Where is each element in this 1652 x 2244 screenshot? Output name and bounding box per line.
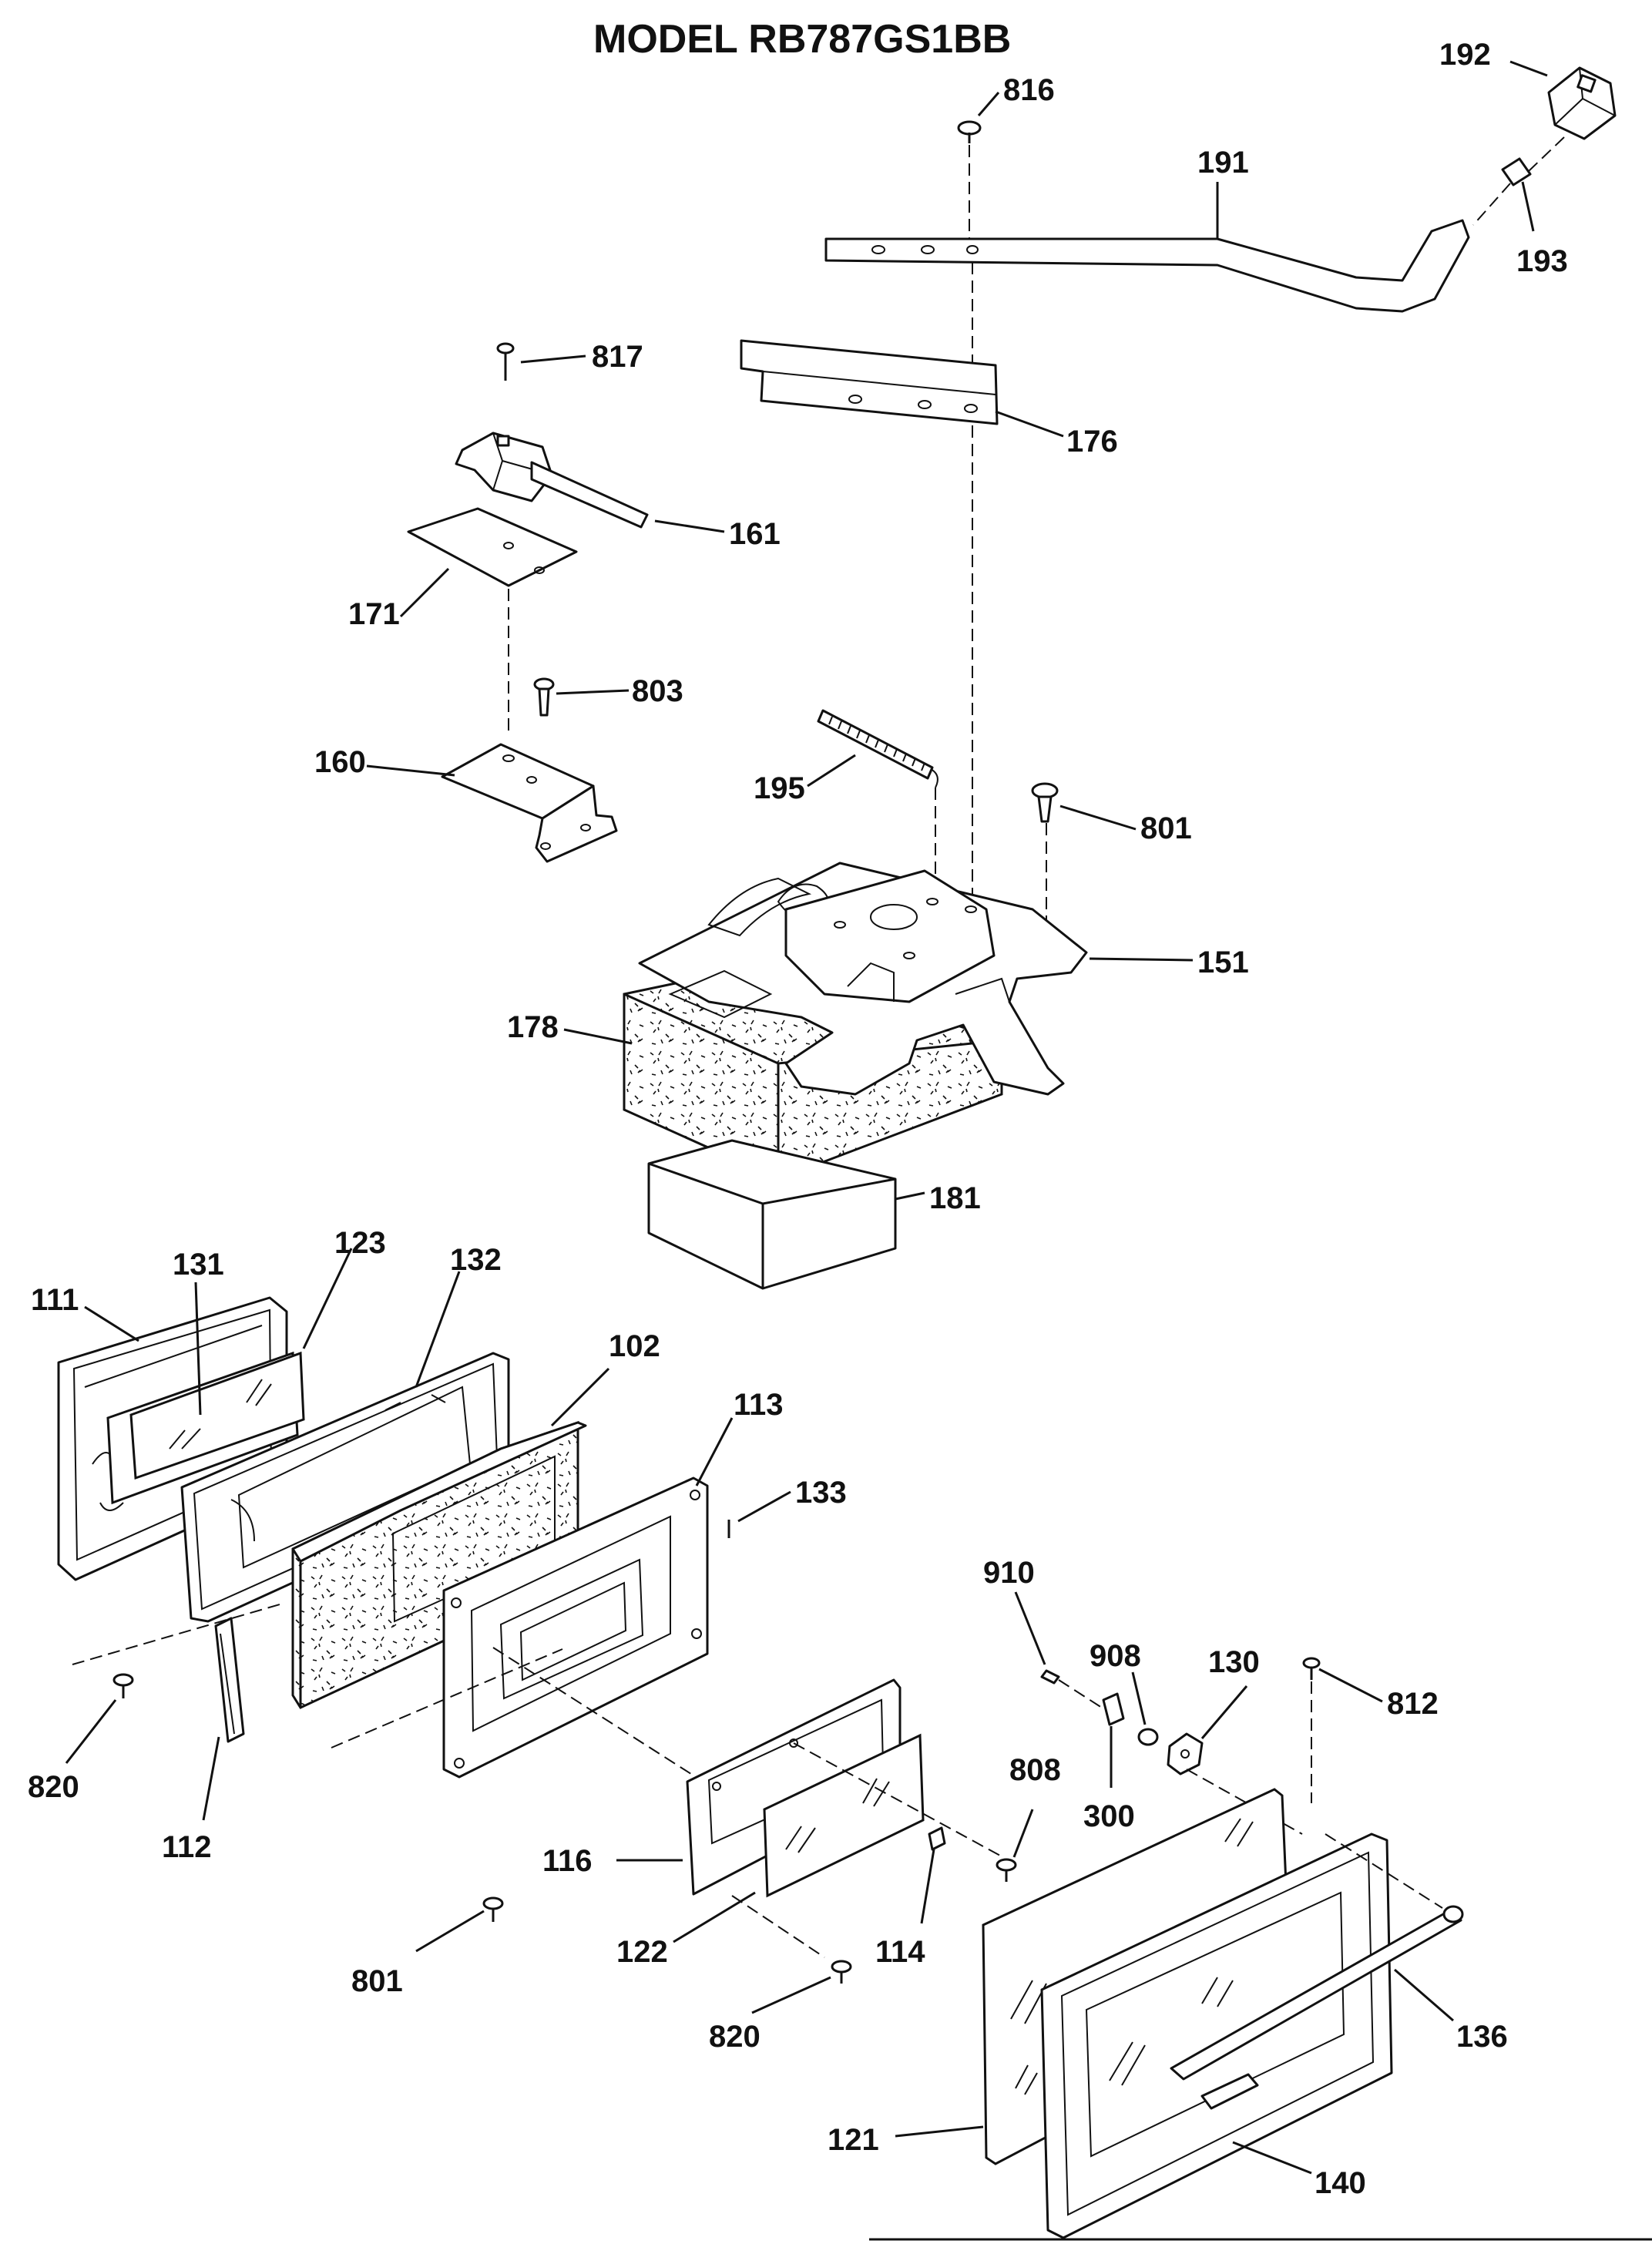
glass-122 [763,1733,925,1898]
screw-808 [996,1858,1017,1882]
block-181 [647,1139,897,1290]
door-frame-140 [1040,1832,1393,2239]
callout-130: 130 [1208,1645,1260,1679]
callout-820-right: 820 [709,2020,761,2054]
leader-lines [65,60,1548,2175]
mount-bracket-160 [441,743,618,863]
callout-112: 112 [162,1830,212,1864]
screw-803 [533,677,555,717]
lock-plate-151 [638,862,1088,1096]
door-handle-136 [1170,1905,1464,2081]
screw-816 [957,120,982,143]
callout-160: 160 [314,745,366,779]
callout-176: 176 [1066,425,1118,459]
callout-181: 181 [929,1181,981,1215]
callout-121: 121 [828,2123,879,2157]
callout-161: 161 [729,517,781,551]
callout-820-left: 820 [28,1770,79,1804]
callout-178: 178 [507,1010,559,1044]
callout-191: 191 [1197,146,1249,180]
knob-192 [1547,66,1617,140]
switch-161 [455,432,649,529]
frame-112 [214,1617,245,1743]
screw-817 [496,342,515,381]
callout-171: 171 [348,597,400,631]
callout-123: 123 [334,1226,386,1260]
callout-808: 808 [1009,1753,1061,1787]
washer-908 [1137,1728,1159,1746]
callout-817: 817 [592,340,643,374]
callout-908: 908 [1090,1639,1141,1673]
clip-114 [928,1826,946,1851]
callout-192: 192 [1439,38,1491,72]
callout-801-bottom: 801 [351,1964,403,1998]
bracket-300 [1102,1692,1125,1726]
callout-803: 803 [632,674,683,708]
callout-151: 151 [1197,946,1249,979]
callout-131: 131 [173,1248,224,1282]
clip-193 [1501,157,1532,186]
callout-816: 816 [1003,73,1055,107]
callout-111: 111 [31,1283,79,1317]
callout-801-top: 801 [1140,811,1192,845]
screw-820-right [831,1960,852,1984]
latch-handle-191 [824,219,1470,313]
block-130 [1167,1732,1204,1775]
callout-812: 812 [1387,1687,1439,1721]
screw-801-bottom [482,1896,504,1922]
callout-113: 113 [734,1388,784,1422]
screw-812 [1302,1657,1321,1680]
spring-195 [817,709,938,788]
callout-133: 133 [795,1476,847,1510]
callout-193: 193 [1516,244,1568,278]
callout-136: 136 [1456,2020,1508,2054]
insulator-171 [407,507,578,587]
callout-122: 122 [616,1935,668,1969]
callout-300: 300 [1083,1799,1135,1833]
glass-131 [106,1351,305,1505]
callout-114: 114 [875,1935,925,1969]
diagram-title: MODEL RB787GS1BB [593,17,1011,62]
callout-102: 102 [609,1329,660,1363]
callout-195: 195 [754,771,805,805]
callout-116: 116 [542,1844,593,1878]
callout-140: 140 [1315,2166,1366,2200]
callout-910: 910 [983,1556,1035,1590]
callout-132: 132 [450,1243,502,1277]
screw-801-top [1031,782,1059,823]
bracket-176 [740,339,999,425]
screw-910 [1040,1669,1060,1685]
screw-820-left [112,1673,134,1698]
